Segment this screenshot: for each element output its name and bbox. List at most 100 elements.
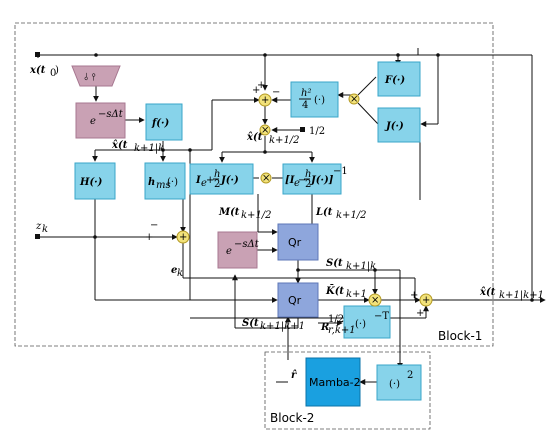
hms-label: h bbox=[148, 177, 155, 188]
H-label: H(·) bbox=[79, 177, 103, 188]
input-sampler-block bbox=[71, 65, 121, 87]
exp-top-sup: −sΔt bbox=[98, 109, 124, 120]
h2-tail: (·) bbox=[314, 95, 325, 106]
hms-block bbox=[144, 162, 186, 200]
junction-dot bbox=[94, 53, 98, 57]
S-top-label: S(t bbox=[326, 258, 343, 269]
S-bot-label: S(t bbox=[242, 318, 259, 329]
mul-node-half bbox=[259, 124, 271, 136]
half-terminal bbox=[300, 127, 305, 132]
mul-node-mid-glyph: × bbox=[262, 173, 270, 184]
J-label: J(·) bbox=[384, 121, 404, 132]
Ie-minus-num: h bbox=[305, 169, 311, 180]
z-terminal bbox=[35, 234, 40, 239]
xhat-half-sub: k+1/2 bbox=[269, 135, 300, 146]
Ie-minus-sup: −1 bbox=[333, 166, 348, 177]
qr2-block bbox=[277, 282, 319, 318]
block2-label: Block-2 bbox=[270, 411, 314, 425]
wire-J-to-mul bbox=[357, 102, 379, 125]
mul-node-K-glyph: × bbox=[371, 295, 379, 306]
sum-node-top bbox=[258, 93, 272, 107]
Ie-plus-den: 2 bbox=[214, 179, 220, 190]
junction-dot bbox=[188, 148, 192, 152]
S-bot-sub: k+1|k+1 bbox=[260, 321, 305, 332]
qr1-block bbox=[277, 223, 319, 261]
Ie-plus-num: h bbox=[214, 169, 220, 180]
Ie-plus-I: I bbox=[195, 175, 201, 186]
exp-top-block bbox=[75, 102, 126, 139]
exp-top-label: e bbox=[90, 116, 96, 127]
junction-dot bbox=[263, 53, 267, 57]
F-label: F(·) bbox=[384, 75, 405, 86]
M-sub: k+1/2 bbox=[241, 210, 272, 221]
junction-dot bbox=[263, 150, 267, 154]
xhat-out-label: x̂(t bbox=[479, 287, 496, 298]
mul-node-K bbox=[368, 293, 382, 307]
e-sub: k bbox=[177, 268, 183, 279]
junction-dot bbox=[373, 268, 377, 272]
xhat-pred-label: x̂(t bbox=[111, 140, 128, 151]
Ie-plus-sub: e bbox=[201, 178, 207, 189]
sign-plus-4: + bbox=[410, 290, 418, 301]
xhat-half-label: x̂(t bbox=[246, 132, 263, 143]
R-label: R bbox=[320, 322, 329, 333]
hms-sub: ms bbox=[156, 180, 171, 191]
xhat-out-sub: k+1|k+1 bbox=[499, 290, 544, 301]
square-block bbox=[376, 364, 422, 401]
K-sub: k+1 bbox=[346, 289, 367, 300]
e-label: e bbox=[171, 265, 177, 276]
mul-node-mid bbox=[260, 172, 272, 184]
mul-node-half-glyph: × bbox=[261, 125, 269, 136]
hms-tail: (·) bbox=[167, 177, 178, 188]
h2-den: 4 bbox=[302, 100, 308, 111]
R-sup: 1/2 bbox=[328, 314, 344, 325]
Ie-plus-op: + bbox=[206, 175, 214, 186]
h2-num: h² bbox=[301, 88, 311, 99]
M-label: M(t bbox=[218, 207, 240, 218]
square-label: (·) bbox=[389, 379, 400, 390]
mul-node-FJ bbox=[348, 93, 360, 105]
sum-node-e bbox=[176, 230, 190, 244]
junction-dot bbox=[530, 298, 534, 302]
Ie-plus-J: J(·) bbox=[219, 175, 239, 186]
block2-border bbox=[264, 351, 431, 430]
qr2-label: Qr bbox=[288, 294, 302, 307]
junction-dot bbox=[161, 148, 165, 152]
H-block bbox=[74, 162, 116, 200]
R-sub: r,k+1 bbox=[328, 325, 356, 336]
Ie-minus-sub: e bbox=[294, 178, 300, 189]
Ie-minus-den: 2 bbox=[305, 179, 311, 190]
F-block bbox=[377, 61, 421, 97]
L-sub: k+1/2 bbox=[336, 210, 367, 221]
wire-F-to-mul bbox=[357, 76, 377, 96]
mamba-label: Mamba-2 bbox=[309, 376, 361, 389]
f-block bbox=[145, 103, 183, 141]
z-sub: k bbox=[42, 224, 48, 235]
r-hat-label: r̂ bbox=[291, 370, 297, 381]
block1-label: Block-1 bbox=[438, 329, 482, 343]
sum-node-e-glyph: + bbox=[179, 232, 187, 243]
S-top-sub: k+1|k bbox=[346, 261, 376, 272]
Ie-minus-block bbox=[282, 163, 342, 195]
inv-T-label: (·) bbox=[355, 319, 366, 330]
sum-node-top-glyph: + bbox=[261, 95, 269, 106]
qr1-label: Qr bbox=[288, 236, 302, 249]
junction-dot bbox=[93, 235, 97, 239]
J-block bbox=[377, 107, 421, 143]
sum-node-out bbox=[419, 293, 433, 307]
junction-dot bbox=[436, 53, 440, 57]
sign-plus-2: + bbox=[257, 80, 265, 91]
sign-plus-1: + bbox=[252, 85, 260, 96]
xhat-pred-sub: k+1|k bbox=[134, 143, 164, 154]
exp-mid-sup: −sΔt bbox=[234, 239, 260, 250]
exp-mid-block bbox=[217, 231, 258, 269]
x0-close: ) bbox=[55, 65, 59, 76]
x0-terminal bbox=[35, 52, 40, 57]
sampler-glyphs: ⫰ ⫯ bbox=[84, 72, 96, 83]
sum-node-out-glyph: + bbox=[422, 295, 430, 306]
h2-block bbox=[290, 81, 339, 118]
Ie-minus-J: J(·)] bbox=[309, 175, 334, 186]
sign-minus-1: − bbox=[272, 87, 280, 98]
